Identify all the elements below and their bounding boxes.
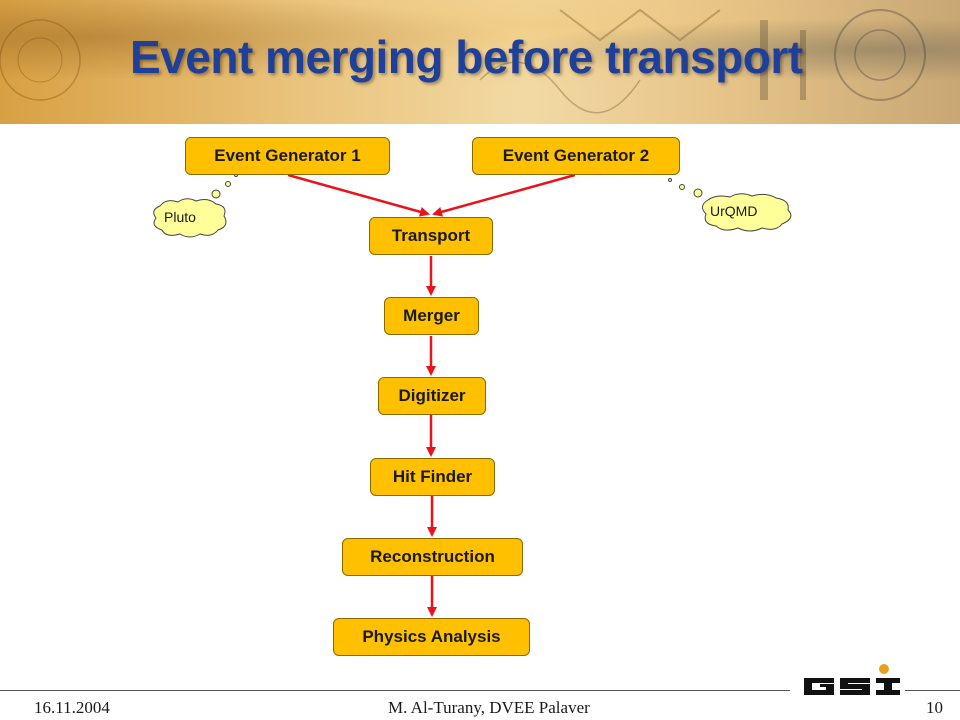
- gsi-logo: [804, 664, 900, 695]
- banner-decoration: [0, 8, 926, 114]
- footer-divider-right: [905, 690, 960, 691]
- footer-divider: [0, 690, 790, 691]
- digitizer-node: Digitizer: [378, 377, 486, 415]
- physics-analysis-node: Physics Analysis: [333, 618, 530, 656]
- reconstruction-node: Reconstruction: [342, 538, 523, 576]
- title-banner: Event merging before transport: [0, 0, 960, 124]
- footer-author: M. Al-Turany, DVEE Palaver: [388, 698, 590, 717]
- event-generator-2-node: Event Generator 2: [472, 137, 680, 175]
- transport-node: Transport: [369, 217, 493, 255]
- slide-title: Event merging before transport: [130, 31, 803, 83]
- arrow-generator2-to-transport: [432, 173, 576, 217]
- hit-finder-node: Hit Finder: [370, 458, 495, 496]
- merger-node: Merger: [384, 297, 479, 335]
- pluto-cloud: [153, 173, 238, 238]
- footer-page-number: 10: [926, 698, 943, 717]
- event-generator-1-node: Event Generator 1: [185, 137, 390, 175]
- arrow-generator1-to-transport: [287, 173, 430, 217]
- urqmd-cloud: [668, 178, 792, 232]
- pluto-label: Pluto: [164, 209, 196, 225]
- urqmd-label: UrQMD: [710, 203, 758, 219]
- footer-date: 16.11.2004: [34, 698, 110, 717]
